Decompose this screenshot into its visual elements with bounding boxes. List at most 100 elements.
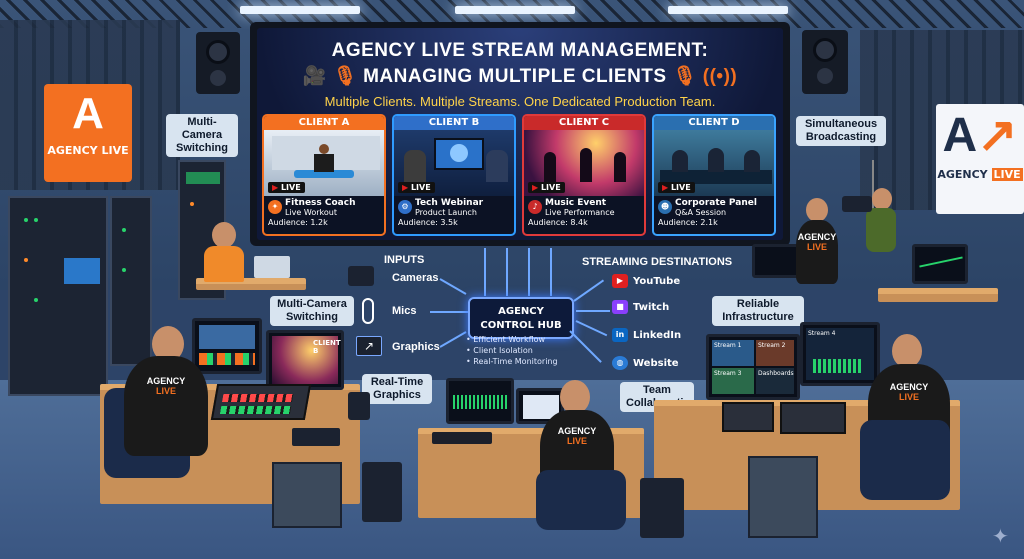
graphics-icon: ↗ <box>356 336 382 356</box>
video-switcher <box>210 384 312 420</box>
desk-speaker <box>348 392 370 420</box>
client-tag: CLIENT C <box>524 116 644 130</box>
live-badge: LIVE <box>398 182 435 193</box>
keyboard <box>432 432 492 444</box>
arrow <box>439 331 467 348</box>
arrow <box>484 248 486 296</box>
inputs-heading: INPUTS <box>384 254 425 266</box>
client-info: ✦ Fitness Coach Live Workout Audience: 1… <box>268 198 356 227</box>
broadcast-camera <box>842 196 872 212</box>
video-camera-icon: 🎥 <box>302 66 327 87</box>
input-graphics: Graphics <box>392 341 440 353</box>
callout-real-time-graphics: Real-Time Graphics <box>362 374 432 404</box>
sparkle-icon: ✦ <box>992 524 1009 548</box>
broadcast-icon: ((•)) <box>702 66 738 87</box>
input-cameras: Cameras <box>392 272 439 284</box>
arrow <box>550 248 552 296</box>
live-badge: LIVE <box>658 182 695 193</box>
callout-reliable-infrastructure: Reliable Infrastructure <box>712 296 804 326</box>
live-badge: LIVE <box>528 182 565 193</box>
twitch-icon: ■ <box>612 300 628 314</box>
concert-scene: LIVE <box>524 130 644 196</box>
operator-head <box>806 198 828 222</box>
operator-head <box>872 188 892 210</box>
speaker-left <box>196 32 240 94</box>
hub-notes: • Efficient Workflow • Client Isolation … <box>466 335 558 366</box>
ceiling-light <box>668 6 788 14</box>
operator-head <box>560 380 590 414</box>
laptop <box>254 256 290 278</box>
destination-twitch[interactable]: ■Twitch <box>612 300 669 315</box>
ceiling-light <box>240 6 360 14</box>
client-tile-b[interactable]: CLIENT B LIVE ⚙ Tech Webinar Product Lau… <box>392 114 516 236</box>
arrow <box>528 248 530 296</box>
client-tile-a[interactable]: CLIENT A LIVE ✦ Fitness Coach Live Worko… <box>262 114 386 236</box>
pc-tower <box>362 462 402 522</box>
destinations-heading: STREAMING DESTINATIONS <box>582 256 733 268</box>
screen-subtitle: Multiple Clients. Multiple Streams. One … <box>324 94 716 109</box>
camera-icon <box>348 266 374 286</box>
arrow <box>430 311 468 313</box>
control-monitor <box>752 244 802 278</box>
people-icon: ☻ <box>658 200 672 214</box>
audio-mixer <box>780 402 846 434</box>
server-rack <box>110 196 152 366</box>
operator-head <box>212 222 236 248</box>
camera-operator-body <box>866 208 896 252</box>
live-badge: LIVE <box>268 182 305 193</box>
server-rack <box>8 196 108 396</box>
arrow <box>576 310 610 312</box>
gear-icon: ⚙ <box>398 200 412 214</box>
input-mics: Mics <box>392 305 417 317</box>
microphone-icon: 🎙 <box>332 66 358 87</box>
client-tag: CLIENT A <box>264 116 384 130</box>
music-note-icon: ♪ <box>528 200 542 214</box>
linkedin-icon: in <box>612 328 628 342</box>
microphone-icon <box>362 298 374 324</box>
side-desk <box>878 288 998 302</box>
office-chair <box>536 470 626 530</box>
client-info: ♪ Music Event Live Performance Audience:… <box>528 198 615 227</box>
desk-drawer <box>748 456 818 538</box>
waveform-monitor <box>446 378 514 424</box>
audio-controller <box>292 428 340 446</box>
agency-control-hub[interactable]: AGENCY CONTROL HUB <box>468 297 574 339</box>
page-title: AGENCY LIVE STREAM MANAGEMENT: 🎥 🎙 MANAG… <box>302 40 738 87</box>
destination-website[interactable]: ◍Website <box>612 356 679 371</box>
speaker-right <box>802 30 848 94</box>
desk-drawer <box>272 462 342 528</box>
office-chair <box>860 420 950 500</box>
panel-scene: LIVE <box>654 130 774 196</box>
graph-monitor <box>912 244 968 284</box>
client-tile-d[interactable]: CLIENT D LIVE ☻ Corporate Panel Q&A Sess… <box>652 114 776 236</box>
destination-youtube[interactable]: ▶YouTube <box>612 274 680 289</box>
callout-multi-camera-top: Multi-Camera Switching <box>166 114 238 157</box>
client-info: ☻ Corporate Panel Q&A Session Audience: … <box>658 198 757 227</box>
client-tag: CLIENT B <box>394 116 514 130</box>
agency-live-logo-right: A↗ AGENCY LIVE <box>936 104 1024 214</box>
concert-monitor: CLIENT B <box>266 330 344 390</box>
stream-monitor: Stream 4 <box>800 322 880 386</box>
youtube-icon: ▶ <box>612 274 628 288</box>
callout-simultaneous-broadcasting: Simultaneous Broadcasting <box>796 116 886 146</box>
webinar-scene: LIVE <box>394 130 514 196</box>
fitness-icon: ✦ <box>268 200 282 214</box>
operator-body <box>204 246 244 282</box>
arrow <box>506 248 508 296</box>
pc-tower <box>640 478 684 538</box>
client-info: ⚙ Tech Webinar Product Launch Audience: … <box>398 198 484 227</box>
client-tag: CLIENT D <box>654 116 774 130</box>
editing-monitor <box>192 318 262 374</box>
microphone-icon: 🎙 <box>672 66 697 87</box>
client-tile-c[interactable]: CLIENT C LIVE ♪ Music Event Live Perform… <box>522 114 646 236</box>
multiview-monitor: Stream 1 Stream 2 Stream 3 Dashboards <box>706 334 800 400</box>
audio-mixer <box>722 402 774 432</box>
operator-head <box>892 334 922 368</box>
ceiling-light <box>455 6 575 14</box>
callout-multi-camera-mid: Multi-Camera Switching <box>270 296 354 326</box>
globe-icon: ◍ <box>612 356 628 370</box>
fitness-scene: LIVE <box>264 130 384 196</box>
